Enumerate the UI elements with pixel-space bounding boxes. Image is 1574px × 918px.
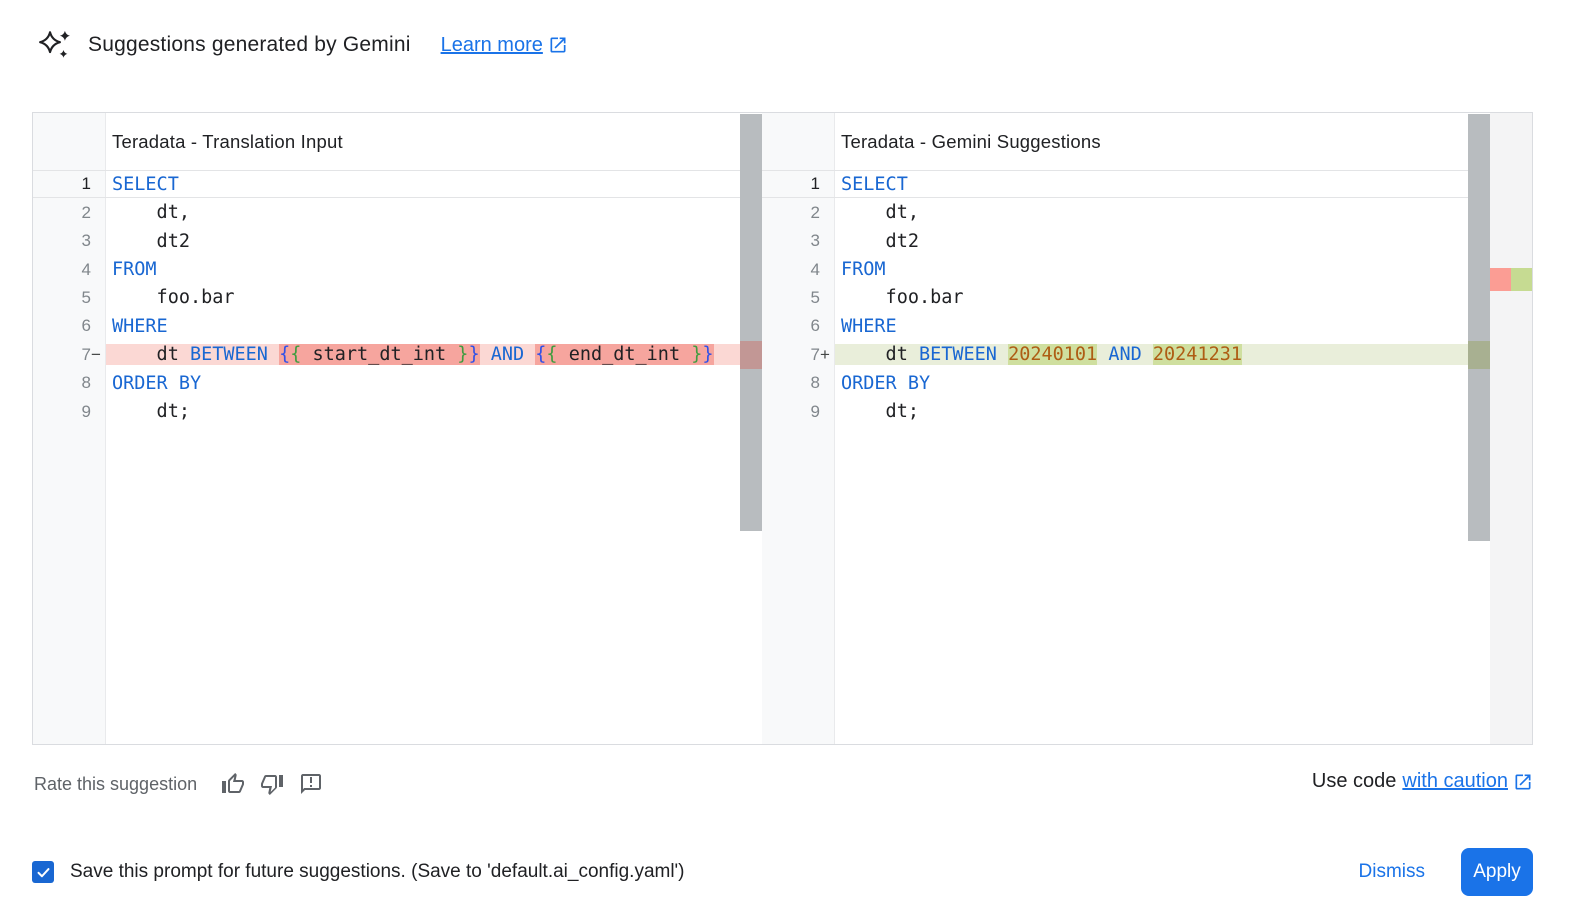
line-number: 7 bbox=[810, 344, 820, 364]
thumbs-up-icon bbox=[222, 773, 245, 793]
line-number: 2 bbox=[81, 202, 91, 222]
dialog-actions: Dismiss Apply bbox=[1341, 848, 1533, 896]
code-text: foo.bar bbox=[841, 287, 964, 309]
code-line-3: 3 dt2 bbox=[33, 227, 762, 255]
ruler-removed-marker bbox=[1490, 268, 1511, 291]
use-code-text: Use code bbox=[1311, 770, 1397, 792]
diff-view: Teradata - Translation Input 1 SELECT 2 dt… bbox=[32, 112, 1533, 745]
dialog-title: Suggestions generated by Gemini bbox=[88, 33, 411, 56]
code-text: ORDER BY bbox=[841, 372, 931, 394]
code-text: ORDER BY bbox=[112, 372, 202, 394]
vertical-scrollbar[interactable] bbox=[1468, 114, 1490, 541]
line-number: 6 bbox=[81, 316, 91, 336]
line-number: 3 bbox=[810, 231, 820, 251]
code-line-4: 4 FROM bbox=[762, 255, 1532, 283]
code-line-4: 4 FROM bbox=[33, 255, 762, 283]
external-link-icon bbox=[550, 37, 566, 53]
feedback-icon bbox=[301, 774, 322, 794]
rate-suggestion-row: Rate this suggestion bbox=[34, 766, 338, 802]
code-text: dt; bbox=[841, 401, 919, 423]
code-line-6: 6 WHERE bbox=[762, 312, 1532, 340]
code-text: FROM bbox=[841, 259, 886, 281]
line-number: 9 bbox=[810, 401, 820, 421]
save-prompt-group: Save this prompt for future suggestions.… bbox=[32, 861, 685, 883]
scrollbar-added-tint bbox=[1468, 340, 1490, 370]
line-number: 5 bbox=[810, 287, 820, 307]
external-link-icon bbox=[1515, 774, 1531, 789]
code-line-3: 3 dt2 bbox=[762, 227, 1532, 255]
line-number: 6 bbox=[810, 316, 820, 336]
line-number: 1 bbox=[810, 174, 820, 194]
line-number-gutter bbox=[762, 113, 835, 744]
panel-title: Teradata - Gemini Suggestions bbox=[841, 130, 1101, 152]
rate-label: Rate this suggestion bbox=[34, 773, 198, 794]
code-text: dt BETWEEN 20240101 AND 20241231 bbox=[835, 344, 1532, 366]
save-prompt-label: Save this prompt for future suggestions.… bbox=[70, 861, 685, 882]
code-text: WHERE bbox=[841, 315, 897, 337]
line-number: 4 bbox=[810, 259, 820, 279]
learn-more-label: Learn more bbox=[440, 33, 543, 56]
diff-sign: + bbox=[820, 345, 830, 365]
line-number: 3 bbox=[81, 231, 91, 251]
thumbs-down-button[interactable] bbox=[260, 771, 286, 797]
save-prompt-checkbox[interactable] bbox=[32, 861, 54, 883]
code-line-9: 9 dt; bbox=[762, 398, 1532, 426]
line-number-gutter bbox=[33, 113, 106, 744]
line-number: 8 bbox=[810, 373, 820, 393]
thumbs-up-button[interactable] bbox=[221, 771, 247, 797]
apply-button[interactable]: Apply bbox=[1461, 848, 1533, 896]
code-text: SELECT bbox=[112, 173, 179, 195]
use-code-row: Use code with caution bbox=[1312, 770, 1533, 793]
feedback-button[interactable] bbox=[299, 771, 325, 797]
gemini-suggestions-panel: Teradata - Gemini Suggestions 1 SELECT 2 d… bbox=[762, 113, 1532, 744]
diff-sign: − bbox=[91, 345, 101, 365]
code-text: dt2 bbox=[112, 230, 190, 252]
code-text: dt, bbox=[841, 202, 919, 224]
code-line-5: 5 foo.bar bbox=[762, 284, 1532, 312]
code-text: FROM bbox=[112, 259, 157, 281]
code-line-6: 6 WHERE bbox=[33, 312, 762, 340]
thumbs-down-icon bbox=[261, 775, 284, 795]
code-text: dt; bbox=[112, 401, 190, 423]
translation-input-panel: Teradata - Translation Input 1 SELECT 2 dt… bbox=[33, 113, 762, 744]
diff-overview-ruler bbox=[1490, 113, 1532, 744]
code-text: dt2 bbox=[841, 230, 919, 252]
dismiss-button[interactable]: Dismiss bbox=[1341, 851, 1444, 893]
code-line-8: 8 ORDER BY bbox=[33, 369, 762, 397]
code-line-8: 8 ORDER BY bbox=[762, 369, 1532, 397]
vertical-scrollbar[interactable] bbox=[740, 114, 762, 531]
line-number: 1 bbox=[81, 174, 91, 194]
dialog-header: Suggestions generated by Gemini Learn mo… bbox=[38, 26, 568, 64]
with-caution-label: with caution bbox=[1402, 770, 1508, 792]
code-line-2: 2 dt, bbox=[762, 198, 1532, 226]
code-line-1: 1 SELECT bbox=[33, 170, 762, 199]
code-text: WHERE bbox=[112, 315, 168, 337]
scrollbar-removed-tint bbox=[740, 340, 762, 370]
code-line-9: 9 dt; bbox=[33, 398, 762, 426]
code-line-2: 2 dt, bbox=[33, 198, 762, 226]
line-number: 8 bbox=[81, 373, 91, 393]
line-number: 7 bbox=[81, 344, 91, 364]
code-line-7: 7− dt BETWEEN {{ start_dt_int }} AND {{ … bbox=[33, 341, 762, 369]
learn-more-link[interactable]: Learn more bbox=[441, 34, 568, 57]
code-line-7: 7+ dt BETWEEN 20240101 AND 20241231 bbox=[762, 341, 1532, 369]
line-number: 9 bbox=[81, 401, 91, 421]
code-text: foo.bar bbox=[112, 287, 235, 309]
action-bar: Save this prompt for future suggestions.… bbox=[32, 848, 1533, 896]
code-text: dt BETWEEN {{ start_dt_int }} AND {{ end… bbox=[106, 344, 762, 366]
ruler-added-marker bbox=[1511, 268, 1532, 291]
line-number: 5 bbox=[81, 287, 91, 307]
code-text: SELECT bbox=[841, 173, 908, 195]
checkmark-icon bbox=[37, 867, 49, 877]
code-line-5: 5 foo.bar bbox=[33, 284, 762, 312]
with-caution-link[interactable]: with caution bbox=[1402, 770, 1533, 793]
code-line-1: 1 SELECT bbox=[762, 170, 1532, 199]
line-number: 2 bbox=[810, 202, 820, 222]
panel-title: Teradata - Translation Input bbox=[112, 130, 343, 152]
line-number: 4 bbox=[81, 259, 91, 279]
gemini-sparkle-icon bbox=[39, 30, 70, 58]
code-text: dt, bbox=[112, 202, 190, 224]
